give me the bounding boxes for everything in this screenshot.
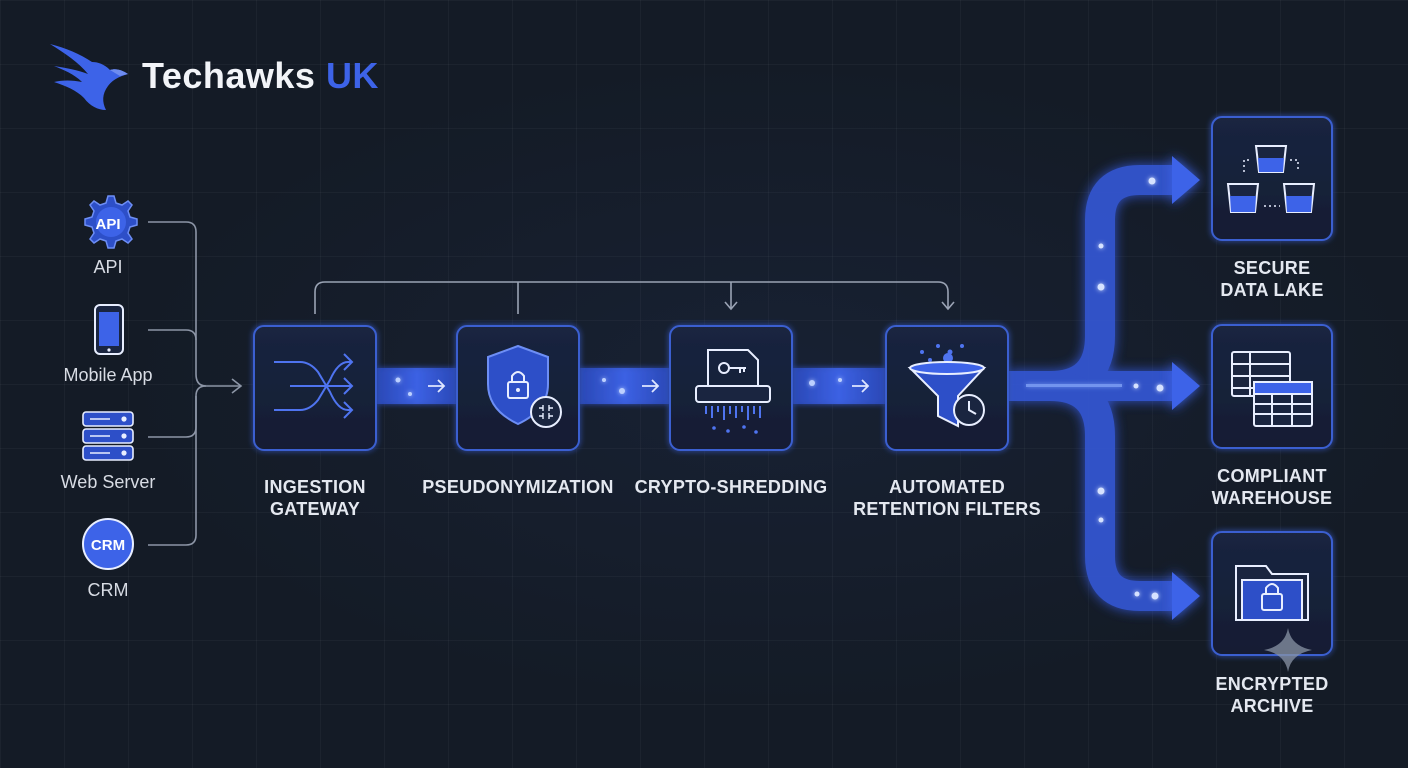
- api-badge-text: API: [95, 216, 120, 233]
- shred-particles: [712, 425, 758, 434]
- destination-label-encrypted-archive: ENCRYPTED ARCHIVE: [1172, 673, 1372, 717]
- folder-lock-icon: [1235, 565, 1309, 621]
- stage-label-line2: RETENTION FILTERS: [853, 499, 1041, 519]
- source-label-mobile-app: Mobile App: [63, 365, 153, 385]
- bypass-connectors: [314, 281, 955, 314]
- shield-lock-icon: [487, 344, 562, 428]
- output-beam: [1026, 384, 1122, 387]
- brand-name-main: Techawks: [142, 55, 316, 96]
- output-arrowheads: [1172, 156, 1200, 620]
- stage-label-pseudonymization: PSEUDONYMIZATION: [413, 476, 623, 498]
- buckets-icon: [1226, 145, 1316, 213]
- mobile-phone-icon: [94, 304, 124, 355]
- output-particles: [1097, 177, 1164, 600]
- stage-label-automated-retention-filters: AUTOMATED RETENTION FILTERS: [837, 476, 1057, 520]
- crm-circle-icon: [82, 518, 134, 570]
- hawk-logo-icon: [50, 44, 128, 110]
- api-gear-icon: [84, 195, 138, 249]
- shuffle-arrows-icon: [274, 353, 354, 419]
- brand-name-accent: UK: [325, 55, 379, 96]
- crm-badge-text: CRM: [91, 537, 125, 554]
- source-label-web-server: Web Server: [60, 472, 156, 492]
- destination-label-line1: COMPLIANT: [1217, 466, 1327, 486]
- stage-label-line1: AUTOMATED: [888, 477, 1006, 497]
- table-grid-icon: [1231, 351, 1313, 427]
- destination-label-line2: ARCHIVE: [1230, 696, 1314, 716]
- output-pipes: [1008, 165, 1176, 611]
- source-label-api: API: [93, 257, 123, 277]
- destination-label-line1: ENCRYPTED: [1215, 674, 1329, 694]
- destination-label-line2: DATA LAKE: [1220, 280, 1324, 300]
- stage-label-line2: GATEWAY: [269, 499, 361, 519]
- stage-label-ingestion-gateway: INGESTION GATEWAY: [225, 476, 405, 520]
- stage-label-line1: INGESTION: [264, 477, 366, 497]
- destination-label-line2: WAREHOUSE: [1211, 488, 1333, 508]
- pipe-particles: [395, 377, 842, 396]
- source-connectors: [148, 221, 243, 546]
- stage-label-crypto-shredding: CRYPTO-SHREDDING: [626, 476, 836, 498]
- destination-label-secure-data-lake: SECURE DATA LAKE: [1172, 257, 1372, 301]
- brand: Techawks UK: [48, 40, 379, 112]
- destination-label-line1: SECURE: [1233, 258, 1311, 278]
- pipeline-pipes: [376, 368, 886, 404]
- document-shredder-icon: [695, 349, 771, 420]
- server-icon: [82, 411, 134, 461]
- destination-label-compliant-warehouse: COMPLIANT WAREHOUSE: [1172, 465, 1372, 509]
- brand-logo-spacer: [48, 40, 128, 112]
- source-label-crm: CRM: [87, 580, 129, 600]
- sparkle-icon: [1264, 628, 1312, 672]
- pipe-arrows: [428, 379, 870, 393]
- stage-label-line1: CRYPTO-SHREDDING: [634, 477, 828, 497]
- stage-label-line1: PSEUDONYMIZATION: [422, 477, 614, 497]
- brand-name: Techawks UK: [142, 55, 379, 97]
- funnel-clock-icon: [907, 344, 987, 428]
